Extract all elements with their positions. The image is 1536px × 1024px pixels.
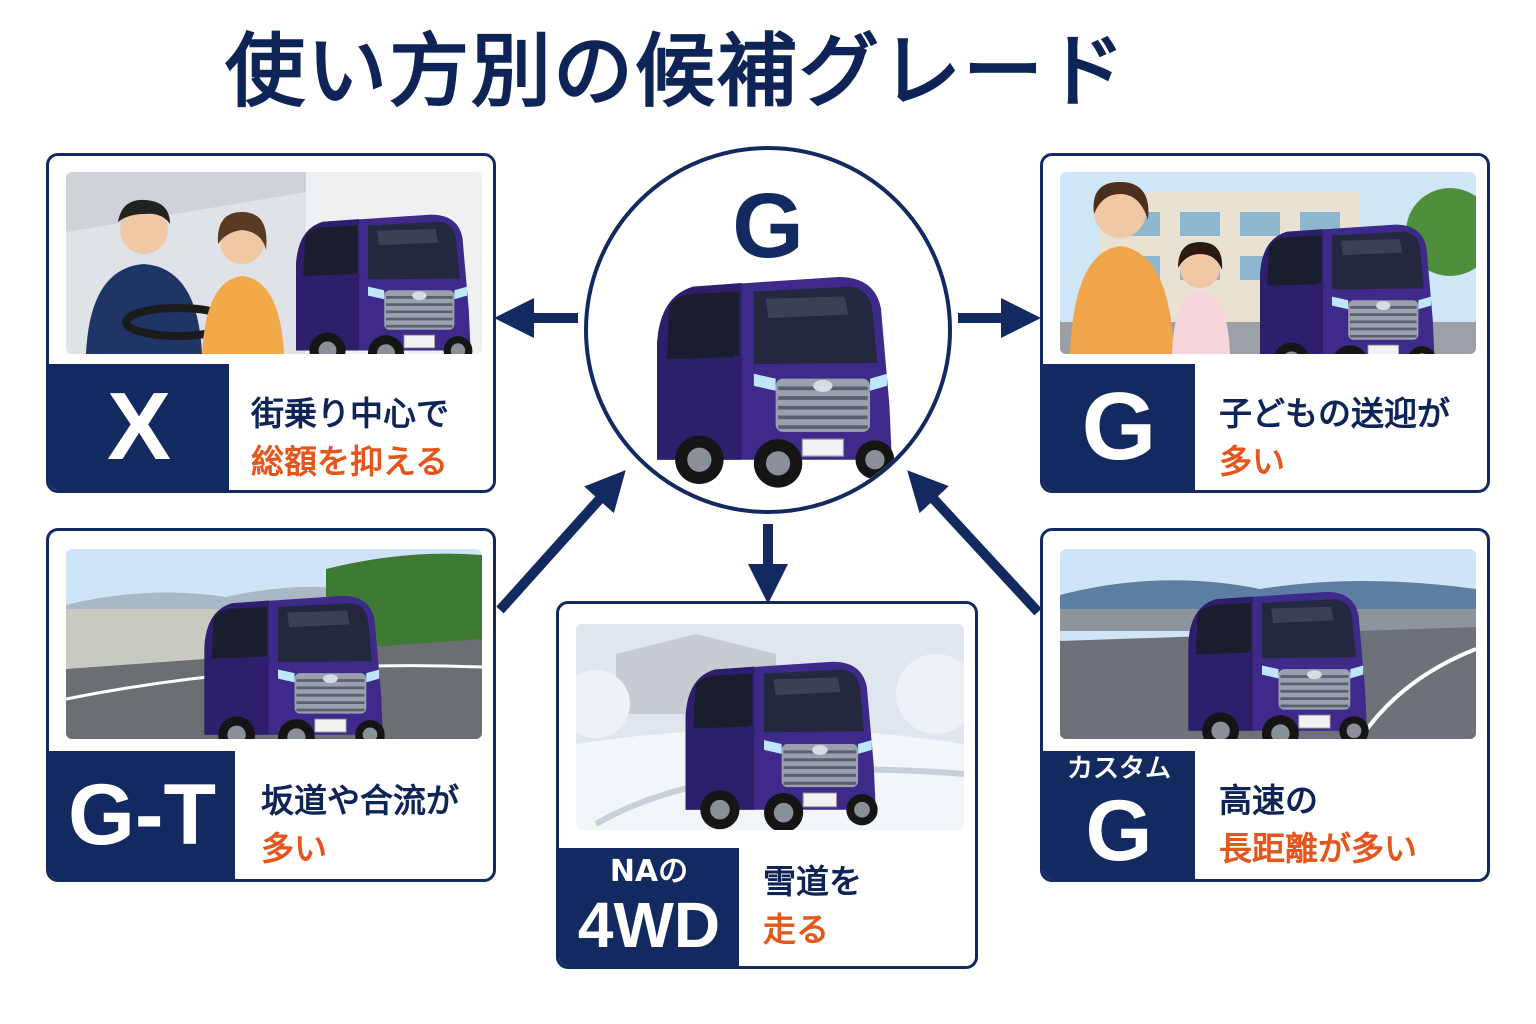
mountain-road-photo (66, 549, 482, 739)
grade-description: 街乗り中心で 総額を抑える (251, 390, 449, 486)
grade-prefix: NAの (609, 854, 689, 889)
grade-badge-custom-g: カスタム G (1043, 751, 1195, 879)
grade-label: G (1081, 373, 1157, 480)
arrow-from-custom (907, 470, 1042, 616)
grade-card-g: G 子どもの送迎が 多い (1040, 153, 1490, 493)
couple-driving-photo (66, 172, 482, 354)
grade-badge-x: X (49, 364, 229, 490)
grade-description: 坂道や合流が 多い (261, 777, 459, 873)
description-line1: 坂道や合流が (261, 781, 459, 820)
grade-badge-gt: G-T (49, 751, 235, 879)
center-grade-circle: G (584, 146, 952, 514)
grade-label: 4WD (577, 889, 721, 961)
grade-description: 雪道を 走る (763, 858, 862, 954)
description-line1: 子どもの送迎が (1219, 394, 1450, 433)
description-line2: 走る (763, 910, 829, 949)
grade-card-na-4wd: NAの 4WD 雪道を 走る (556, 601, 978, 969)
description-line2: 多い (1219, 442, 1285, 481)
arrow-from-gt (496, 470, 626, 614)
grade-label: G (1085, 783, 1153, 879)
school-pickup-photo (1060, 172, 1476, 354)
description-line2: 多い (261, 829, 327, 868)
description-line1: 高速の (1219, 781, 1318, 820)
grade-card-custom-g: カスタム G 高速の 長距離が多い (1040, 528, 1490, 882)
description-line2: 長距離が多い (1219, 829, 1417, 868)
center-car-image (655, 275, 897, 490)
page-title: 使い方別の候補グレード (225, 25, 1127, 118)
grade-description: 高速の 長距離が多い (1219, 777, 1417, 873)
grade-description: 子どもの送迎が 多い (1219, 390, 1450, 486)
description-line2: 総額を抑える (251, 442, 449, 481)
grade-prefix: カスタム (1066, 754, 1171, 784)
center-grade-label: G (732, 175, 804, 277)
snow-road-photo (576, 624, 964, 830)
grade-badge-na-4wd: NAの 4WD (559, 848, 739, 966)
description-line1: 雪道を (763, 862, 862, 901)
grade-label: X (106, 373, 172, 480)
grade-label: G-T (67, 767, 217, 863)
grade-badge-g: G (1043, 364, 1195, 490)
grade-card-x: X 街乗り中心で 総額を抑える (46, 153, 496, 493)
highway-photo (1060, 549, 1476, 739)
description-line1: 街乗り中心で (251, 394, 449, 433)
grade-card-gt: G-T 坂道や合流が 多い (46, 528, 496, 882)
